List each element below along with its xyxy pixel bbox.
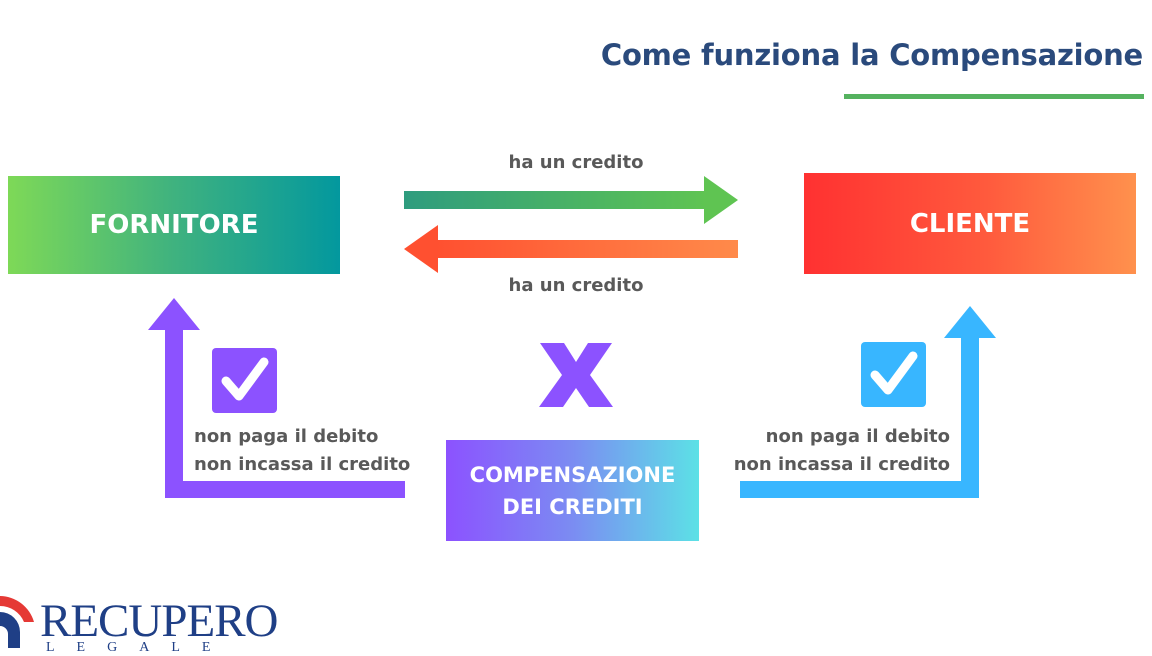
right-note-line2: non incassa il credito	[733, 454, 950, 475]
edge-label-to-fornitore: ha un credito	[508, 275, 644, 296]
right-note: non paga il debito non incassa il credit…	[734, 423, 950, 479]
edge-label-to-cliente: ha un credito	[508, 152, 644, 173]
left-note-line1: non paga il debito	[194, 426, 379, 447]
cliente-node: CLIENTE	[804, 173, 1136, 274]
arrow-to-fornitore	[404, 225, 738, 273]
fornitore-label: FORNITORE	[89, 210, 259, 240]
logo-subtitle: LEGALE	[46, 640, 233, 655]
logo-name: RECUPERO	[40, 595, 278, 647]
page-title: Come funziona la Compensazione	[600, 38, 1143, 72]
left-note-line2: non incassa il credito	[194, 454, 411, 475]
title-underline	[844, 94, 1144, 99]
fornitore-node: FORNITORE	[8, 176, 340, 274]
compensazione-node: COMPENSAZIONE DEI CREDITI	[446, 440, 699, 541]
purple-return-arrow	[148, 298, 405, 498]
compensazione-label-line2: DEI CREDITI	[502, 494, 643, 519]
blue-return-arrow	[740, 306, 996, 498]
arrow-to-cliente	[404, 176, 738, 224]
logo-mark-icon	[0, 596, 34, 648]
x-icon	[539, 343, 613, 407]
left-note: non paga il debito non incassa il credit…	[194, 423, 410, 479]
checkbox-check-icon	[861, 342, 926, 407]
cliente-label: CLIENTE	[909, 208, 1031, 239]
compensazione-label-line1: COMPENSAZIONE	[469, 462, 676, 487]
right-note-line1: non paga il debito	[765, 426, 950, 447]
checkbox-check-icon	[212, 348, 277, 413]
